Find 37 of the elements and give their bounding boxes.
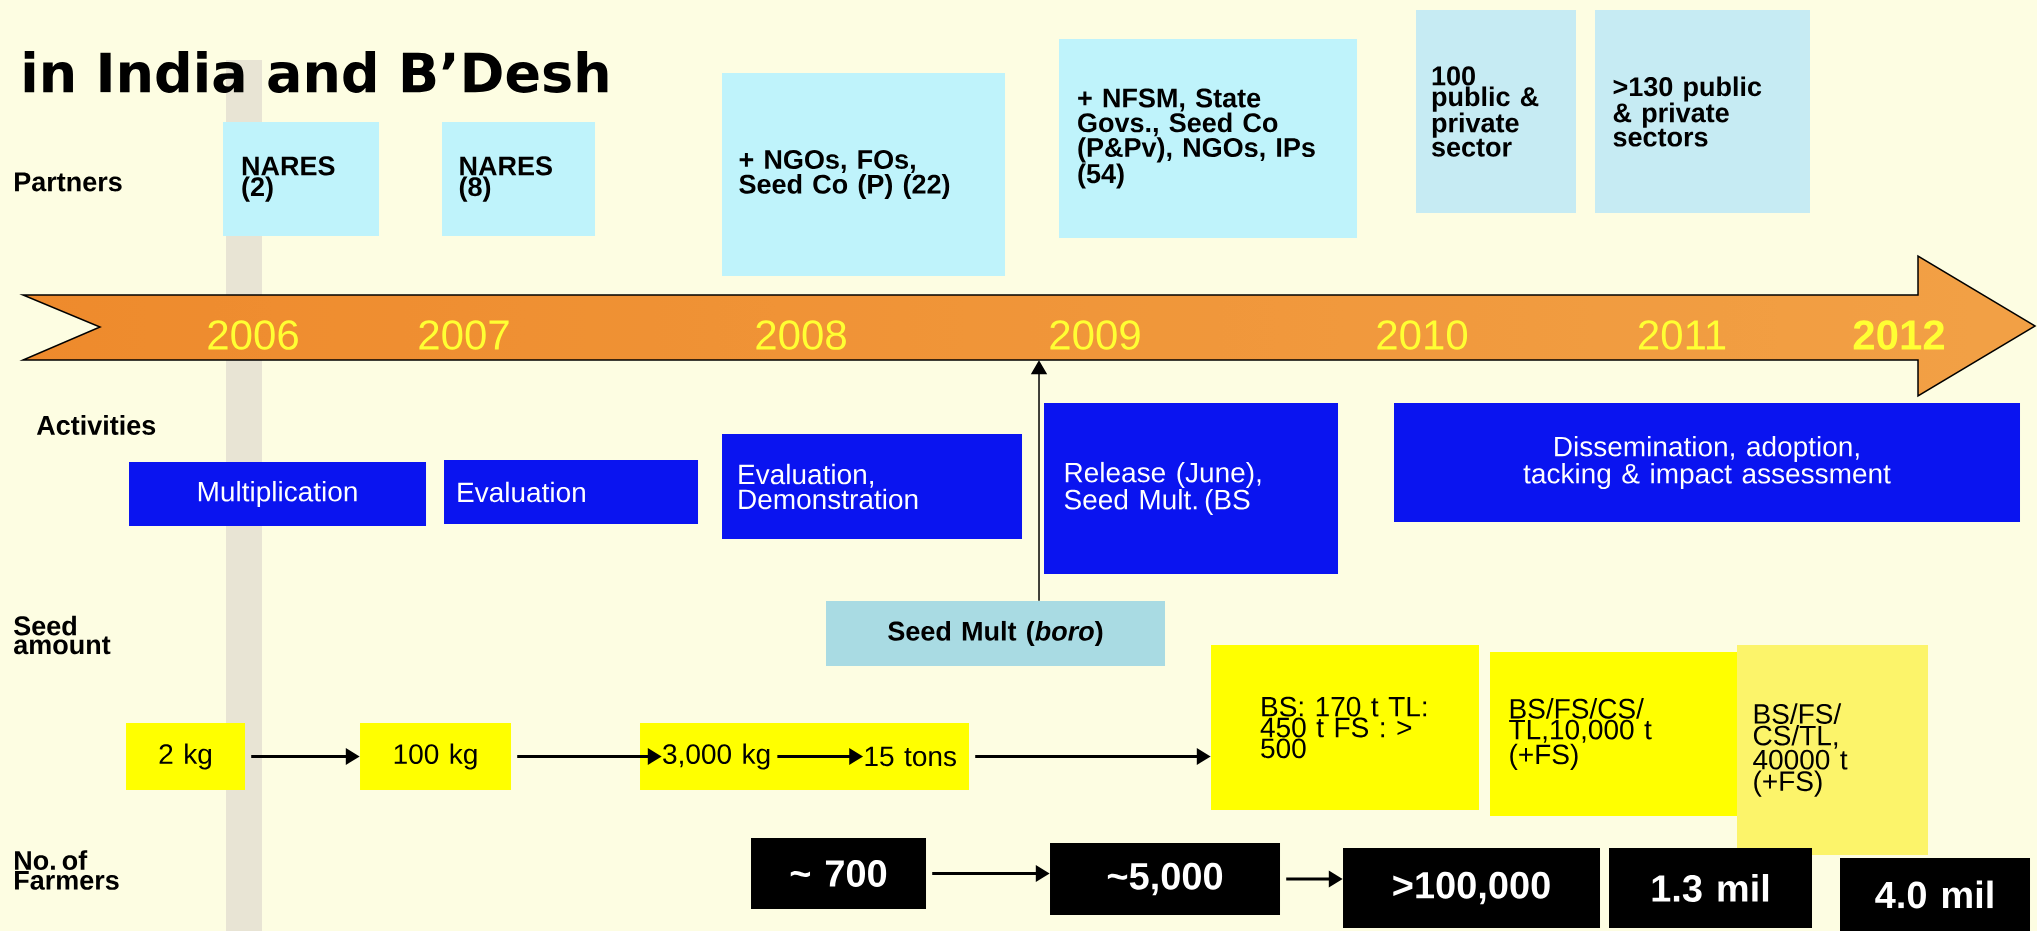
row-label: Partners <box>15 172 122 192</box>
activity-box: Release (June), Seed Mult. (BS <box>1044 403 1338 574</box>
seed-amount-text: 3,000 kg <box>663 743 770 770</box>
title: in India and B’Desh <box>24 51 608 93</box>
seed-amount-text: 15 tons <box>865 746 956 767</box>
activity-box: Multiplication <box>129 462 426 526</box>
activity-box: Evaluation <box>444 460 698 524</box>
year-label: 2010 <box>1377 320 1468 350</box>
year-label: 2006 <box>208 320 298 350</box>
farmer-count-box: ~5,000 <box>1050 843 1280 915</box>
year-label: 2012 <box>1853 320 1944 350</box>
row-label: No. of Farmers <box>15 850 119 890</box>
partner-box: + NFSM, State Govs., Seed Co (P&Pv), NGOs, IPs (54) <box>1059 39 1357 238</box>
activity-box: Evaluation, Demonstration <box>722 434 1022 539</box>
seed-amount-box <box>640 723 969 790</box>
farmer-count-box: 1.3 mil <box>1609 848 1812 928</box>
year-label: 2011 <box>1638 320 1726 350</box>
partner-box: >130 public & private sectors <box>1595 10 1810 213</box>
farmer-count-box: ~ 700 <box>751 838 926 909</box>
partner-box: 100 public & private sector <box>1416 10 1576 213</box>
seed-amount-box: 2 kg <box>126 723 245 790</box>
farmer-count-box: 4.0 mil <box>1840 858 2030 931</box>
year-label: 2009 <box>1050 320 1140 350</box>
season-box: Seed Mult (boro) <box>826 601 1165 666</box>
seed-amount-box: BS: 170 t TL: 450 t FS : > 500 <box>1211 645 1479 810</box>
farmer-count-box: >100,000 <box>1343 848 1600 928</box>
row-label: Activities <box>36 415 156 435</box>
seed-amount-box: BS/FS/CS/ TL,10,000 t (+FS) <box>1490 652 1737 816</box>
partner-box: NARES (2) <box>223 122 379 236</box>
seed-amount-box: BS/FS/ CS/TL, 40000 t (+FS) <box>1737 645 1928 855</box>
year-label: 2008 <box>756 320 846 350</box>
partner-box: NARES (8) <box>442 122 595 236</box>
seed-amount-box: 100 kg <box>360 723 511 790</box>
row-label: Seed amount <box>14 615 111 655</box>
year-label: 2007 <box>419 320 509 350</box>
activity-box: Dissemination, adoption, tacking & impact assessment <box>1394 403 2020 522</box>
partner-box: + NGOs, FOs, Seed Co (P) (22) <box>722 73 1005 276</box>
